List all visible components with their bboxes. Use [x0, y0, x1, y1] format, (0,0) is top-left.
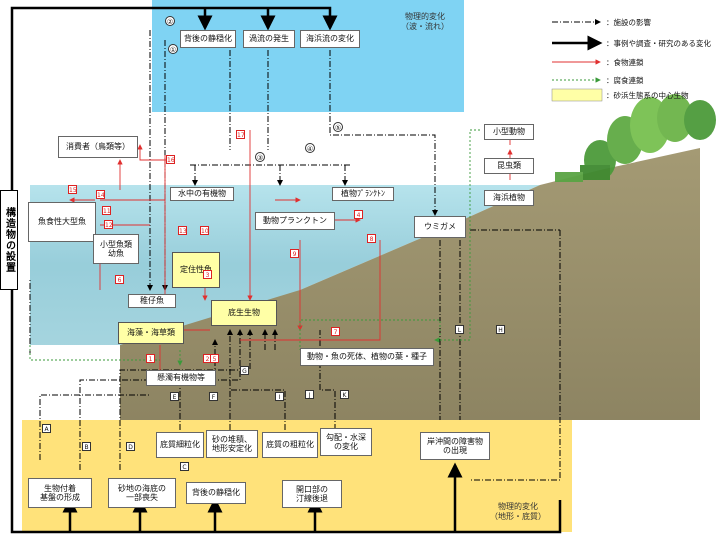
letter-tag: C: [180, 462, 189, 471]
node-haigo-seion-top[interactable]: 背後の静穏化: [180, 30, 236, 48]
node-shokubutsu-plankton[interactable]: 植物ﾌﾟﾗﾝｸﾄﾝ: [332, 187, 394, 201]
node-dobutsu-plankton[interactable]: 動物プランクトン: [255, 212, 335, 230]
node-kogata-dobutsu[interactable]: 小型動物: [484, 124, 534, 140]
node-teichaku[interactable]: 定住性魚: [172, 252, 220, 288]
circled-number: ①: [168, 44, 178, 54]
letter-tag: K: [340, 390, 349, 399]
node-kaihin-shokubutsu[interactable]: 海浜植物: [484, 190, 534, 206]
letter-tag: I: [275, 392, 284, 401]
red-number-tag: 16: [166, 155, 175, 164]
circled-number: ③: [255, 152, 265, 162]
node-konchu[interactable]: 昆虫類: [484, 158, 534, 174]
red-number-tag: 12: [104, 220, 113, 229]
node-sunachi[interactable]: 砂地の海底の 一部喪失: [108, 478, 176, 508]
letter-tag: A: [42, 424, 51, 433]
circled-number: ②: [165, 16, 175, 26]
node-suna-taiseki[interactable]: 砂の堆積、 地形安定化: [206, 430, 258, 458]
letter-tag: G: [240, 366, 249, 375]
circled-number: ④: [305, 143, 315, 153]
red-number-tag: 5: [210, 354, 219, 363]
node-gyoshoku[interactable]: 魚食性大型魚: [28, 202, 96, 242]
structure-setting-label: 構造物の設置: [0, 190, 18, 290]
node-kogata-gyorui[interactable]: 小型魚類 幼魚: [93, 234, 139, 264]
red-number-tag: 3: [203, 270, 212, 279]
red-number-tag: 1: [146, 354, 155, 363]
letter-tag: H: [496, 325, 505, 334]
red-number-tag: 15: [68, 185, 77, 194]
red-number-tag: 6: [115, 275, 124, 284]
red-number-tag: 17: [236, 130, 245, 139]
letter-tag: J: [305, 390, 314, 399]
node-chigyo[interactable]: 稚仔魚: [128, 294, 176, 308]
red-number-tag: 8: [367, 234, 376, 243]
node-umigame[interactable]: ウミガメ: [414, 216, 466, 238]
node-teishitsu-sorryu[interactable]: 底質の粗粒化: [262, 432, 318, 458]
red-number-tag: 14: [96, 190, 105, 199]
legend-key-organism: ：砂浜生態系の中心生物: [606, 91, 689, 100]
legend-symbols: [551, 19, 603, 102]
legend-detritus-chain: ：腐食連鎖: [606, 76, 644, 85]
red-number-tag: 10: [200, 226, 209, 235]
node-haigo-seion-bottom[interactable]: 背後の静穏化: [186, 482, 246, 504]
letter-tag: F: [209, 392, 218, 401]
node-engan[interactable]: 海浜流の変化: [300, 30, 360, 48]
node-suichu-yuki[interactable]: 水中の有機物: [170, 187, 234, 201]
node-shohisha[interactable]: 消費者（鳥類等）: [58, 136, 138, 158]
node-seibutsu-fuchaku[interactable]: 生物付着 基盤の形成: [28, 478, 92, 508]
node-kaikoubu[interactable]: 開口部の 汀線後退: [282, 480, 342, 508]
red-number-tag: 11: [102, 206, 111, 215]
circled-number: ⑤: [333, 122, 343, 132]
red-number-tag: 9: [290, 249, 299, 258]
node-teishitsu-saibiryu[interactable]: 底質細粒化: [156, 432, 204, 458]
node-teisei[interactable]: 底生生物: [211, 300, 277, 326]
node-kishi-oki[interactable]: 岸沖間の障害物 の出現: [420, 432, 490, 460]
node-uzu[interactable]: 渦流の発生: [243, 30, 295, 48]
red-number-tag: 13: [178, 226, 187, 235]
node-koubai[interactable]: 勾配・水深 の変化: [320, 428, 372, 456]
wave-flow-label: 物理的変化 （波・流れ）: [401, 12, 449, 31]
terrain-sediment-label: 物理的変化 （地形・底質）: [490, 502, 546, 521]
letter-tag: L: [455, 325, 464, 334]
legend-documented-change: ：事例や調査・研究のある変化: [606, 39, 711, 48]
letter-tag: D: [126, 442, 135, 451]
red-number-tag: 4: [354, 210, 363, 219]
legend-food-chain: ：食物連鎖: [606, 58, 644, 67]
red-number-tag: 7: [331, 327, 340, 336]
legend-facility-influence: ：施設の影響: [606, 18, 651, 27]
node-kendaku[interactable]: 懸濁有機物等: [146, 370, 216, 386]
trees: [555, 94, 716, 182]
letter-tag: B: [82, 442, 91, 451]
node-kaisou[interactable]: 海藻・海草類: [118, 322, 184, 344]
node-shitai[interactable]: 動物・魚の死体、植物の葉・種子: [300, 348, 434, 366]
letter-tag: E: [170, 392, 179, 401]
